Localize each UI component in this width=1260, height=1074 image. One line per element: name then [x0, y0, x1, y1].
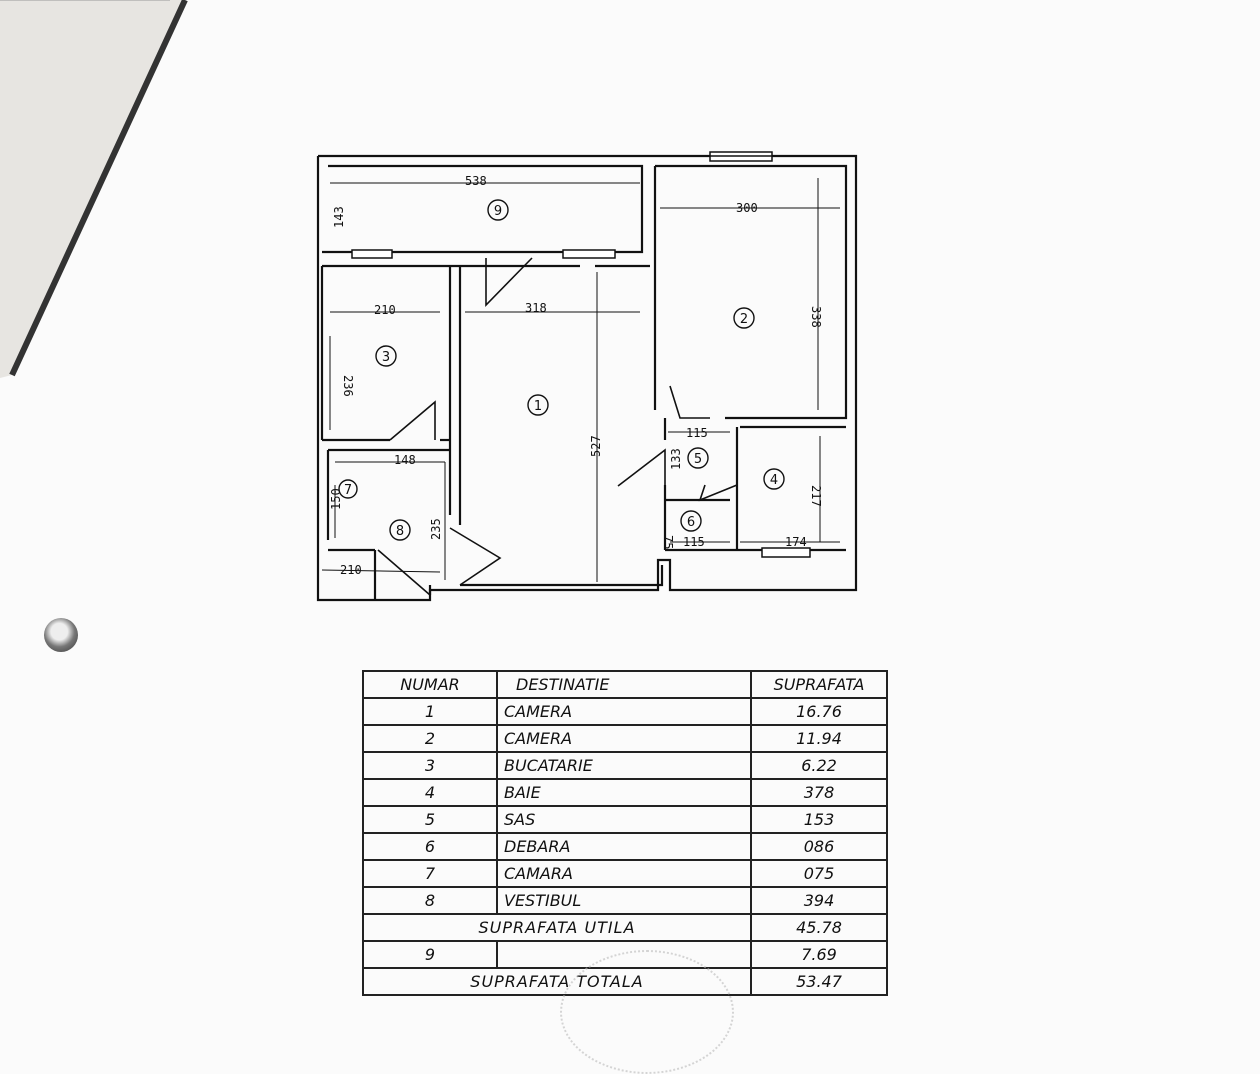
- page-curl-shadow: [0, 0, 188, 378]
- dim-label: 527: [589, 435, 603, 457]
- room-number: 6: [687, 515, 695, 530]
- windows: [351, 151, 811, 558]
- dim-label: 143: [332, 206, 346, 228]
- util-area-value: 45.78: [750, 913, 888, 942]
- dim-label: 133: [669, 448, 683, 470]
- row-destinatie: VESTIBUL: [496, 886, 752, 915]
- room-number: 9: [494, 204, 502, 219]
- row-destinatie: BAIE: [496, 778, 752, 807]
- row-numar: 2: [362, 724, 498, 753]
- dim-label: 538: [465, 174, 487, 188]
- row-numar: 7: [362, 859, 498, 888]
- dim-label: 150: [329, 488, 343, 510]
- punch-hole: [44, 618, 78, 652]
- table-row: 7 CAMARA 075: [362, 859, 888, 888]
- row-numar: 5: [362, 805, 498, 834]
- table-row: 5 SAS 153: [362, 805, 888, 834]
- row-destinatie: DEBARA: [496, 832, 752, 861]
- row-destinatie: SAS: [496, 805, 752, 834]
- dim-label: 210: [374, 303, 396, 317]
- dim-label: 300: [736, 201, 758, 215]
- table-row: 6 DEBARA 086: [362, 832, 888, 861]
- room-number: 7: [344, 483, 352, 498]
- dim-label: 318: [525, 301, 547, 315]
- col-header-numar: NUMAR: [362, 670, 498, 699]
- table-row: 2 CAMERA 11.94: [362, 724, 888, 753]
- row-numar: 9: [362, 940, 498, 969]
- room-number: 5: [694, 452, 702, 467]
- dim-label: 75: [661, 535, 675, 549]
- walls: [316, 154, 858, 602]
- row-suprafata: 086: [750, 832, 888, 861]
- row-destinatie: CAMERA: [496, 724, 752, 753]
- row-destinatie: CAMARA: [496, 859, 752, 888]
- area-table: NUMAR DESTINATIE SUPRAFATA 1 CAMERA 16.7…: [362, 670, 888, 996]
- room-number: 2: [740, 312, 748, 327]
- dimension-lines: [321, 178, 840, 582]
- row-destinatie: CAMERA: [496, 697, 752, 726]
- table-row: 3 BUCATARIE 6.22: [362, 751, 888, 780]
- dim-label: 235: [429, 518, 443, 540]
- col-header-suprafata: SUPRAFATA: [750, 670, 888, 699]
- row-suprafata: 394: [750, 886, 888, 915]
- table-header-row: NUMAR DESTINATIE SUPRAFATA: [362, 670, 888, 699]
- total-area-row: SUPRAFATA TOTALA 53.47: [362, 967, 888, 996]
- row-numar: 6: [362, 832, 498, 861]
- dim-label: 174: [785, 535, 807, 549]
- room-number: 1: [534, 399, 542, 414]
- util-area-label: SUPRAFATA UTILA: [362, 913, 752, 942]
- row-suprafata: 7.69: [750, 940, 888, 969]
- table-row: 1 CAMERA 16.76: [362, 697, 888, 726]
- row-suprafata: 11.94: [750, 724, 888, 753]
- table-row: 4 BAIE 378: [362, 778, 888, 807]
- col-header-destinatie: DESTINATIE: [496, 670, 752, 699]
- row-suprafata: 6.22: [750, 751, 888, 780]
- row-numar: 1: [362, 697, 498, 726]
- table-row: 8 VESTIBUL 394: [362, 886, 888, 915]
- faint-stamp: [560, 950, 734, 1074]
- row-suprafata: 075: [750, 859, 888, 888]
- row-suprafata: 16.76: [750, 697, 888, 726]
- room-markers: [338, 199, 785, 541]
- row-numar: 4: [362, 778, 498, 807]
- row-numar: 3: [362, 751, 498, 780]
- room-number: 3: [382, 350, 390, 365]
- row-suprafata: 153: [750, 805, 888, 834]
- dim-label: 115: [686, 426, 708, 440]
- doors: [377, 257, 738, 596]
- total-area-value: 53.47: [750, 967, 888, 996]
- row-destinatie: BUCATARIE: [496, 751, 752, 780]
- dim-label: 236: [341, 375, 355, 397]
- dim-label: 217: [809, 485, 823, 507]
- row-numar: 8: [362, 886, 498, 915]
- dim-label: 148: [394, 453, 416, 467]
- dim-label: 115: [683, 535, 705, 549]
- dim-label: 338: [809, 306, 823, 328]
- util-area-row: SUPRAFATA UTILA 45.78: [362, 913, 888, 942]
- floor-plan: 538 143 300 338 210 318 236 527 115 133 …: [316, 151, 858, 602]
- row-suprafata: 378: [750, 778, 888, 807]
- dim-label: 210: [340, 563, 362, 577]
- room-number: 8: [396, 524, 404, 539]
- room-number: 4: [770, 473, 778, 488]
